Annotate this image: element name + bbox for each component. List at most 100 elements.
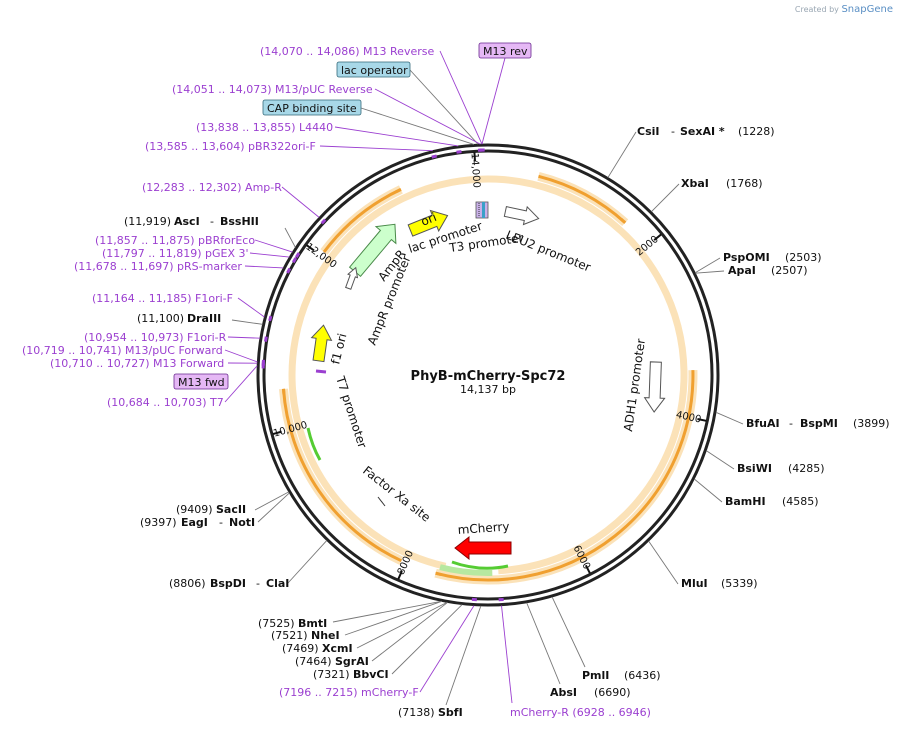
tick-mark [697,418,707,422]
svg-text:(9409): (9409) [176,503,213,516]
primer-leader [374,88,481,145]
primer-label[interactable]: (10,719 .. 10,741) M13/pUC Forward [22,344,223,357]
primer-label[interactable]: (10,710 .. 10,727) M13 Forward [50,357,224,370]
site-label[interactable]: (9397)EagI-NotI [140,516,255,529]
lac-operator-box[interactable]: lac operator [336,61,411,78]
tick-mark [272,430,282,435]
site-label[interactable]: (9409)SacII [176,503,246,516]
site-leader [391,604,463,675]
site-label[interactable]: (7138)SbfI [398,706,463,719]
site-leader [695,270,725,274]
svg-text:(1768): (1768) [726,177,763,190]
orf-arc-head [435,571,442,576]
primer-label[interactable]: (14,070 .. 14,086) M13 Reverse [260,45,434,58]
svg-text:BssHII: BssHII [220,215,259,228]
factor-xa-mark [377,496,386,507]
green-ext-glow [439,564,493,577]
svg-text:BmtI: BmtI [298,617,327,630]
tick-mark [473,152,476,162]
svg-text:-: - [789,417,793,430]
site-label[interactable]: (8806)BspDI-ClaI [169,577,289,590]
site-label[interactable]: (11,100)DraIII [137,312,221,325]
label-leader-lines [224,50,744,706]
mcherry-ext-glow [288,175,688,575]
site-leader [254,491,289,511]
primer-label[interactable]: (11,678 .. 11,697) pRS-marker [74,260,242,273]
primer-labels: (14,070 .. 14,086) M13 Reverse (14,051 .… [22,45,651,719]
site-label[interactable]: MluI(5339) [681,577,758,590]
site-label[interactable]: (11,919)AscI-BssHII [124,215,259,228]
primer-label[interactable]: (11,857 .. 11,875) pBRforEco [95,234,255,247]
svg-text:BfuAI: BfuAI [746,417,780,430]
svg-text:(6690): (6690) [594,686,631,699]
site-label[interactable]: CsiI-SexAI *(1228) [637,125,775,138]
svg-text:(7321): (7321) [313,668,350,681]
primer-leader [281,186,320,218]
svg-text:BsiWI: BsiWI [737,462,772,475]
site-label[interactable]: PspOMI (2503) [723,251,822,264]
svg-text:ApaI: ApaI [728,264,756,277]
primer-mark [456,150,462,154]
primer-label[interactable]: mCherry-R (6928 .. 6946) [510,706,651,719]
credit-prefix: Created by [794,5,839,14]
svg-text:(6436): (6436) [624,669,661,682]
primer-label[interactable]: (13,838 .. 13,855) L4440 [196,121,333,134]
orf-arc [435,370,695,582]
svg-text:-: - [256,577,260,590]
primer-label[interactable]: (7196 .. 7215) mCherry-F [279,686,419,699]
primer-label[interactable]: (11,797 .. 11,819) pGEX 3' [102,247,249,260]
primer-label[interactable]: (11,164 .. 11,185) F1ori-F [92,292,233,305]
ampr-promoter-arrow [345,266,359,290]
tick-mark [653,233,662,241]
cap-binding-site-box[interactable]: CAP binding site [262,99,362,116]
primer-label[interactable]: (10,684 .. 10,703) T7 [107,396,224,409]
svg-text:(4285): (4285) [788,462,825,475]
svg-text:-: - [210,215,214,228]
site-leader [287,540,328,584]
svg-text:PmlI: PmlI [582,669,609,682]
svg-text:SbfI: SbfI [438,706,463,719]
site-label[interactable]: (7321)BbvCI [313,668,389,681]
site-label[interactable]: (7525)BmtI [258,617,327,630]
site-label[interactable]: XbaI(1768) [681,177,763,190]
site-label[interactable]: BsiWI (4285) [737,462,825,475]
orf-arc [322,188,402,253]
site-leader [526,602,561,685]
site-leader [648,540,679,585]
m13-fwd-box[interactable]: M13 fwd [173,373,229,390]
site-label[interactable]: PmlI (6436) [582,669,661,682]
orf-arc-head [620,217,627,224]
site-label[interactable]: AbsI(6690) [550,686,631,699]
m13-rev-leader [481,57,506,145]
label-f1-ori: f1 ori [328,332,349,366]
svg-text:SgrAI: SgrAI [335,655,369,668]
site-label[interactable]: (7521)NheI [271,629,340,642]
primer-label[interactable]: (12,283 .. 12,302) Amp-R [142,181,282,194]
svg-text:(2503): (2503) [785,251,822,264]
svg-text:CAP binding site: CAP binding site [267,102,357,115]
snapgene-credit: Created by SnapGene [795,4,893,15]
site-label[interactable]: BfuAI-BspMI(3899) [746,417,890,430]
primer-leader [237,297,265,318]
ampr-arrow [348,223,397,278]
m13-rev-box[interactable]: M13 rev [478,42,532,59]
svg-text:(7138): (7138) [398,706,435,719]
primer-label[interactable]: (14,051 .. 14,073) M13/pUC Reverse [172,83,373,96]
site-label[interactable]: BamHI(4585) [725,495,819,508]
primer-leader [224,349,258,363]
site-label[interactable]: (7469)XcmI [282,642,353,655]
primer-leader [419,605,475,693]
svg-text:PspOMI: PspOMI [723,251,770,264]
svg-text:SacII: SacII [216,503,246,516]
primer-label[interactable]: (13,585 .. 13,604) pBR322ori-F [145,140,316,153]
cap-site-mark [482,202,485,218]
svg-text:(9397): (9397) [140,516,177,529]
site-label[interactable]: ApaI(2507) [728,264,808,277]
primer-mark [291,257,298,264]
label-ori: ori [419,210,439,229]
site-label[interactable]: (7464)SgrAI [295,655,369,668]
svg-text:(4585): (4585) [782,495,819,508]
primer-label[interactable]: (10,954 .. 10,973) F1ori-R [84,331,227,344]
tick-label: 4000 [675,410,702,426]
svg-text:AscI: AscI [174,215,200,228]
